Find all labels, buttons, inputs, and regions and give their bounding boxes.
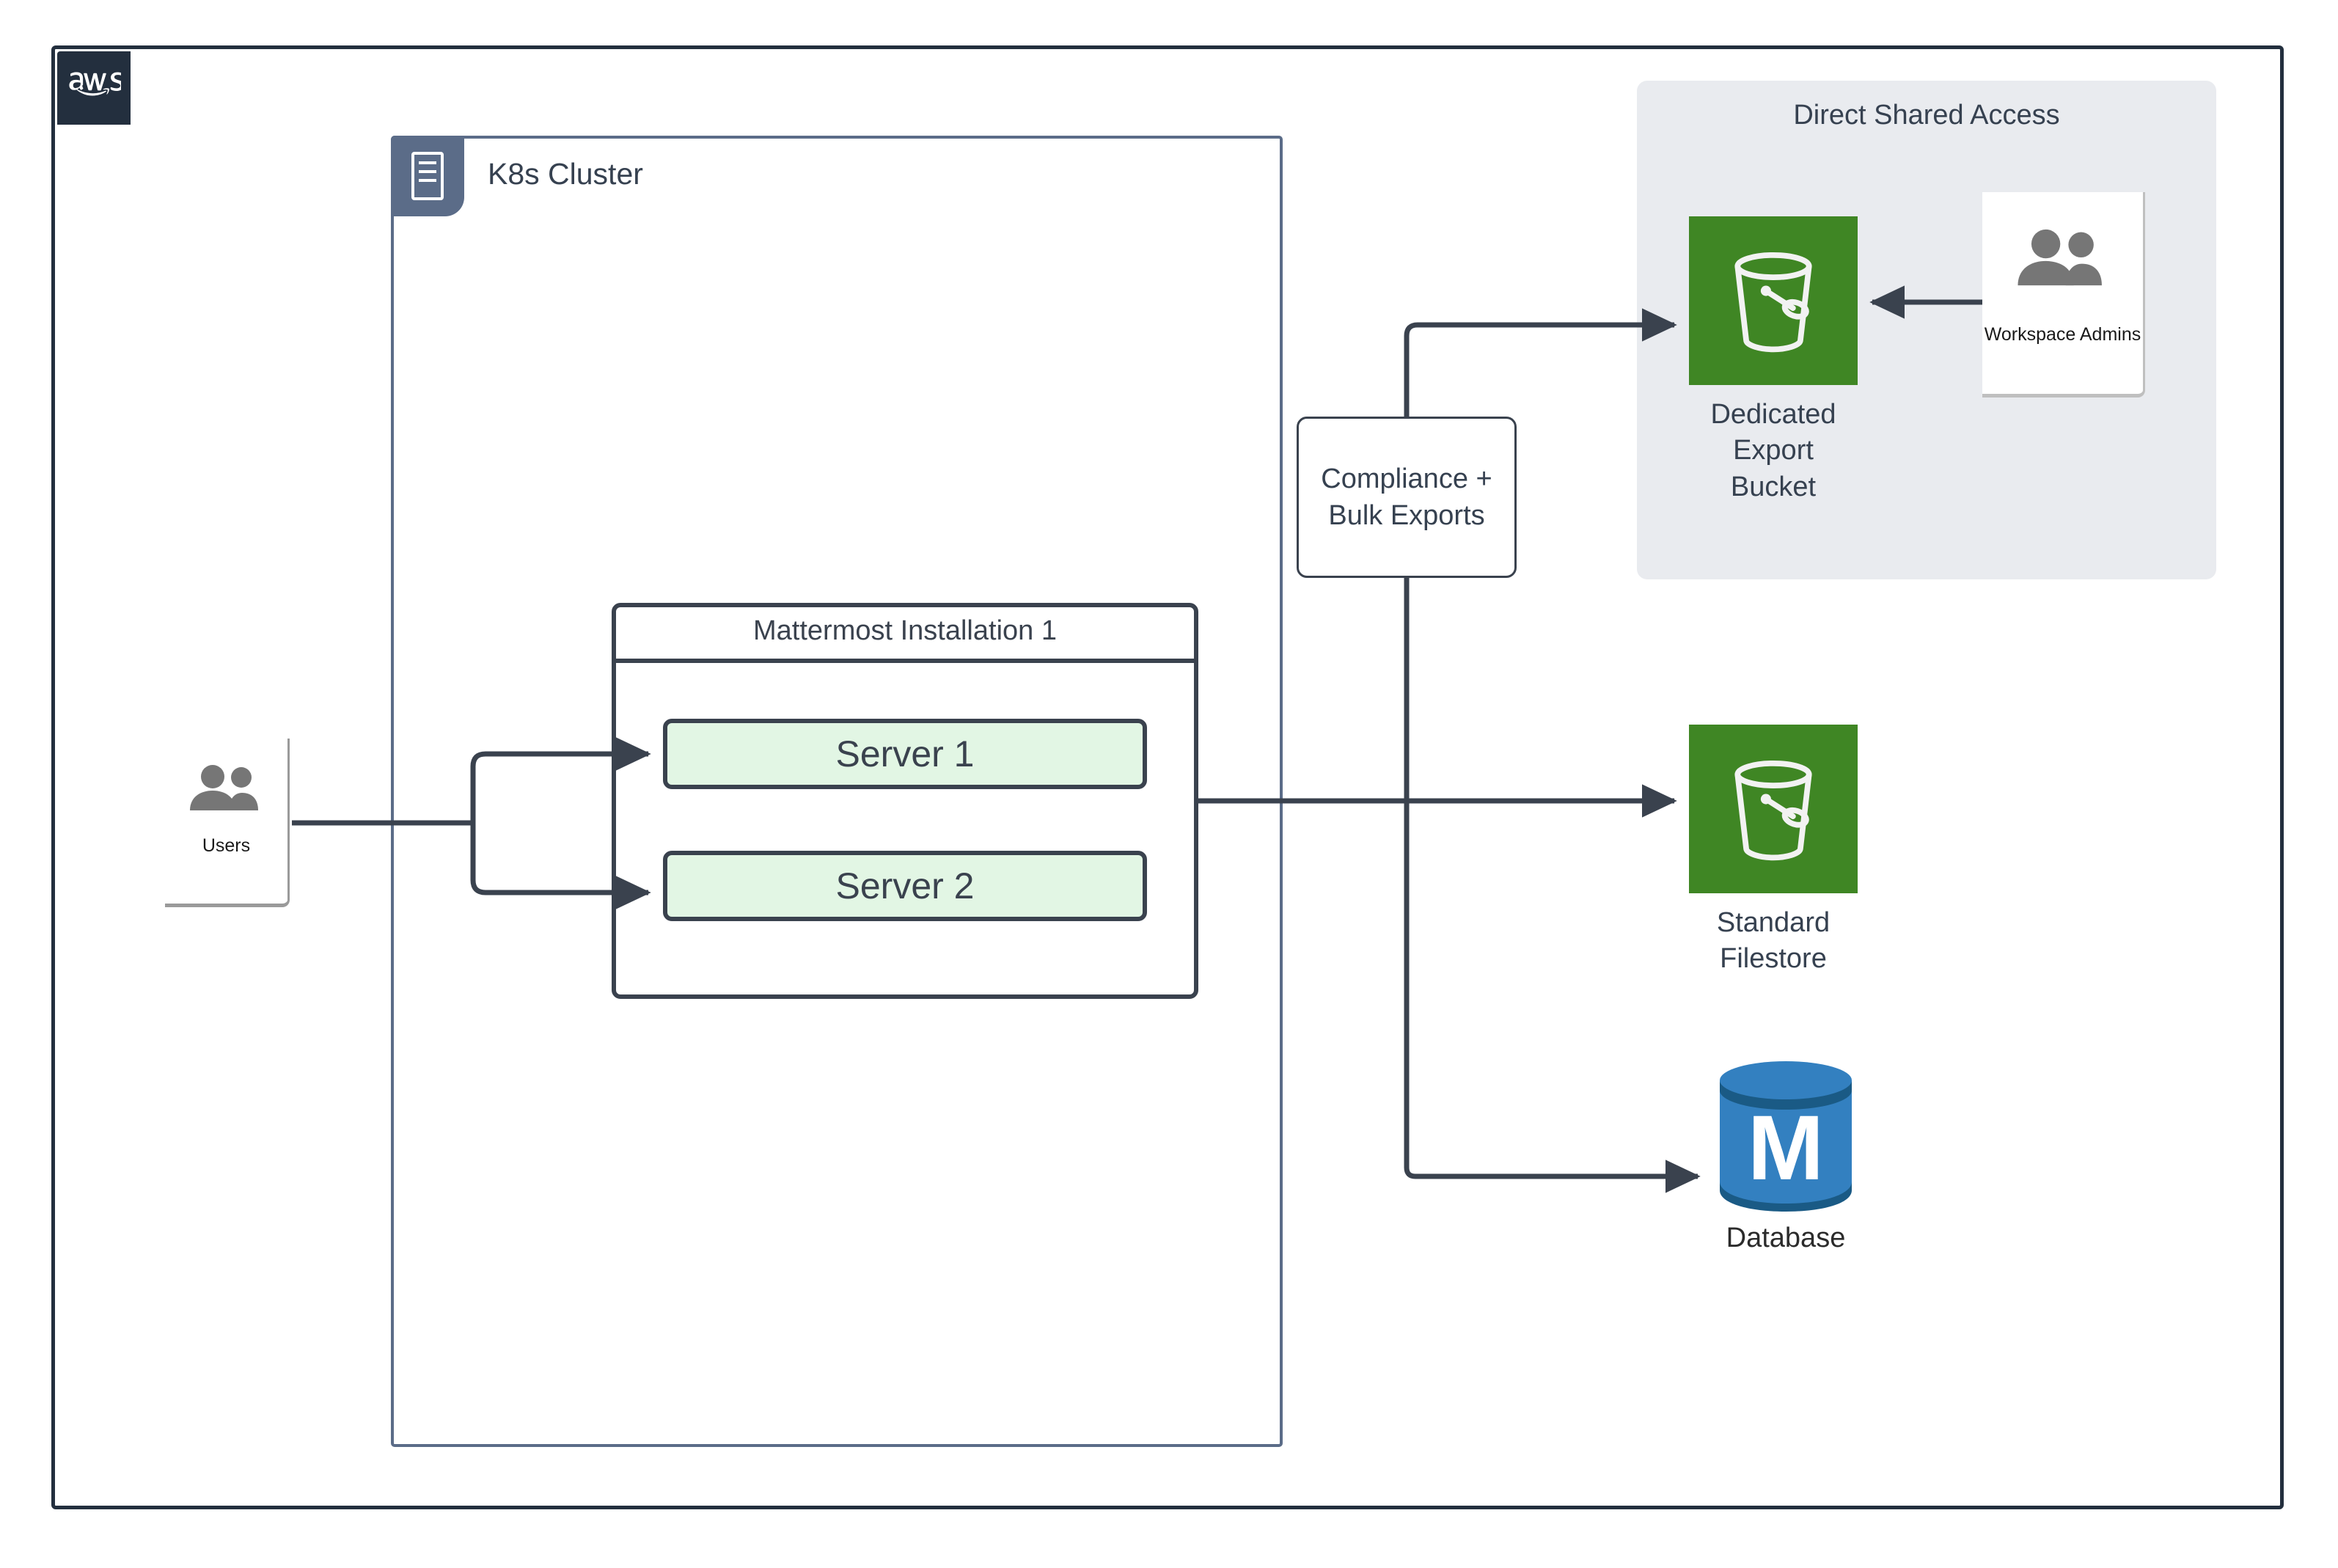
users-label: Users <box>202 835 251 856</box>
k8s-cluster-label: K8s Cluster <box>488 157 643 191</box>
mattermost-installation-label: Mattermost Installation 1 <box>753 615 1057 646</box>
dedicated-export-bucket-node[interactable]: Dedicated Export Bucket <box>1689 216 1858 505</box>
database-cylinder-icon: M <box>1712 1058 1859 1216</box>
users-node[interactable]: Users <box>165 739 290 907</box>
s3-bucket-icon <box>1689 725 1858 893</box>
mattermost-installation-title-bar: Mattermost Installation 1 <box>612 603 1198 663</box>
aws-logo-icon <box>57 51 131 125</box>
s3-bucket-icon <box>1689 216 1858 385</box>
server-1-node[interactable]: Server 1 <box>663 719 1147 789</box>
mattermost-installation-container <box>612 603 1198 999</box>
server-2-node[interactable]: Server 2 <box>663 851 1147 921</box>
direct-shared-access-title: Direct Shared Access <box>1793 100 2060 131</box>
compliance-line-1: Compliance + <box>1321 463 1492 494</box>
standard-filestore-node[interactable]: Standard Filestore <box>1689 725 1858 978</box>
server-rack-icon <box>391 136 464 216</box>
database-node[interactable]: M Database <box>1712 1058 1859 1256</box>
k8s-cluster-container <box>391 136 1283 1447</box>
workspace-admins-label: Workspace Admins <box>1984 324 2141 345</box>
people-icon <box>2016 229 2110 286</box>
aws-cloud-boundary <box>51 45 2284 1509</box>
compliance-bulk-exports-node[interactable]: Compliance + Bulk Exports <box>1297 417 1517 578</box>
standard-filestore-label: Standard Filestore <box>1716 907 1831 975</box>
compliance-line-2: Bulk Exports <box>1328 500 1485 531</box>
dedicated-export-bucket-label: Dedicated Export Bucket <box>1710 399 1836 502</box>
people-icon <box>188 765 265 810</box>
workspace-admins-node[interactable]: Workspace Admins <box>1982 192 2145 398</box>
svg-text:M: M <box>1748 1097 1824 1199</box>
compliance-bulk-exports-label: Compliance + Bulk Exports <box>1321 461 1492 534</box>
database-label: Database <box>1726 1223 1846 1253</box>
